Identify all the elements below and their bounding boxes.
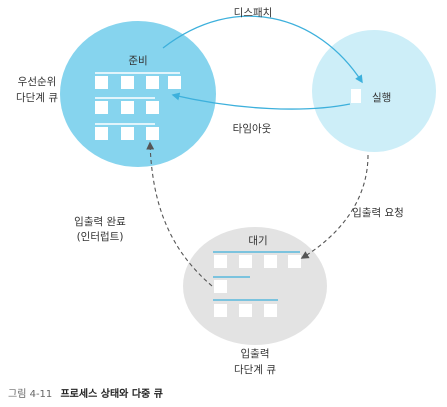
io-request-arrow [300,154,369,259]
io-queue-block [264,255,277,268]
ready-queue-block [95,101,108,114]
ready-queue-label-line2: 다단계 큐 [16,92,58,104]
ready-queue-block [146,76,159,89]
dispatch-arrow [162,15,363,84]
running-state-label: 실행 [372,92,391,104]
timeout-label: 타임아웃 [233,122,272,135]
ready-queue-block [95,76,108,89]
io-complete-arrow [146,141,213,287]
io-queue-block [214,304,227,317]
io-queue-label-line2: 다단계 큐 [234,364,276,376]
ready-queue-block [146,101,159,114]
io-request-label: 입출력 요청 [352,206,404,219]
ready-queue-block [168,76,181,89]
ready-state-label: 준비 [128,55,147,67]
figure-title: 프로세스 상태와 다중 큐 [60,389,163,400]
figure-caption: 그림 4-11 프로세스 상태와 다중 큐 [8,385,163,400]
timeout-arrow [171,92,351,110]
ready-queue-label-line1: 우선순위 [18,75,57,88]
figure-number: 그림 4-11 [8,389,53,400]
dispatch-label: 디스패치 [234,7,273,19]
running-process-block [351,89,361,103]
ready-queue-block [146,127,159,140]
io-queue-block [214,255,227,268]
ready-queue-block [121,127,134,140]
running-state-circle [312,30,436,152]
io-queue-block [239,255,252,268]
io-queue-block [264,304,277,317]
ready-queue-block [121,76,134,89]
io-queue [213,251,301,317]
waiting-state-label: 대기 [248,235,267,247]
io-queue-block [239,304,252,317]
ready-state-circle [60,21,216,167]
ready-queue [95,72,181,140]
io-queue-block [214,280,227,293]
io-queue-label-line1: 입출력 [241,347,270,360]
ready-queue-block [121,101,134,114]
io-queue-block [288,255,301,268]
ready-queue-block [95,127,108,140]
io-complete-label-line2: (인터럽트) [77,230,124,243]
io-complete-label-line1: 입출력 완료 [74,215,126,228]
